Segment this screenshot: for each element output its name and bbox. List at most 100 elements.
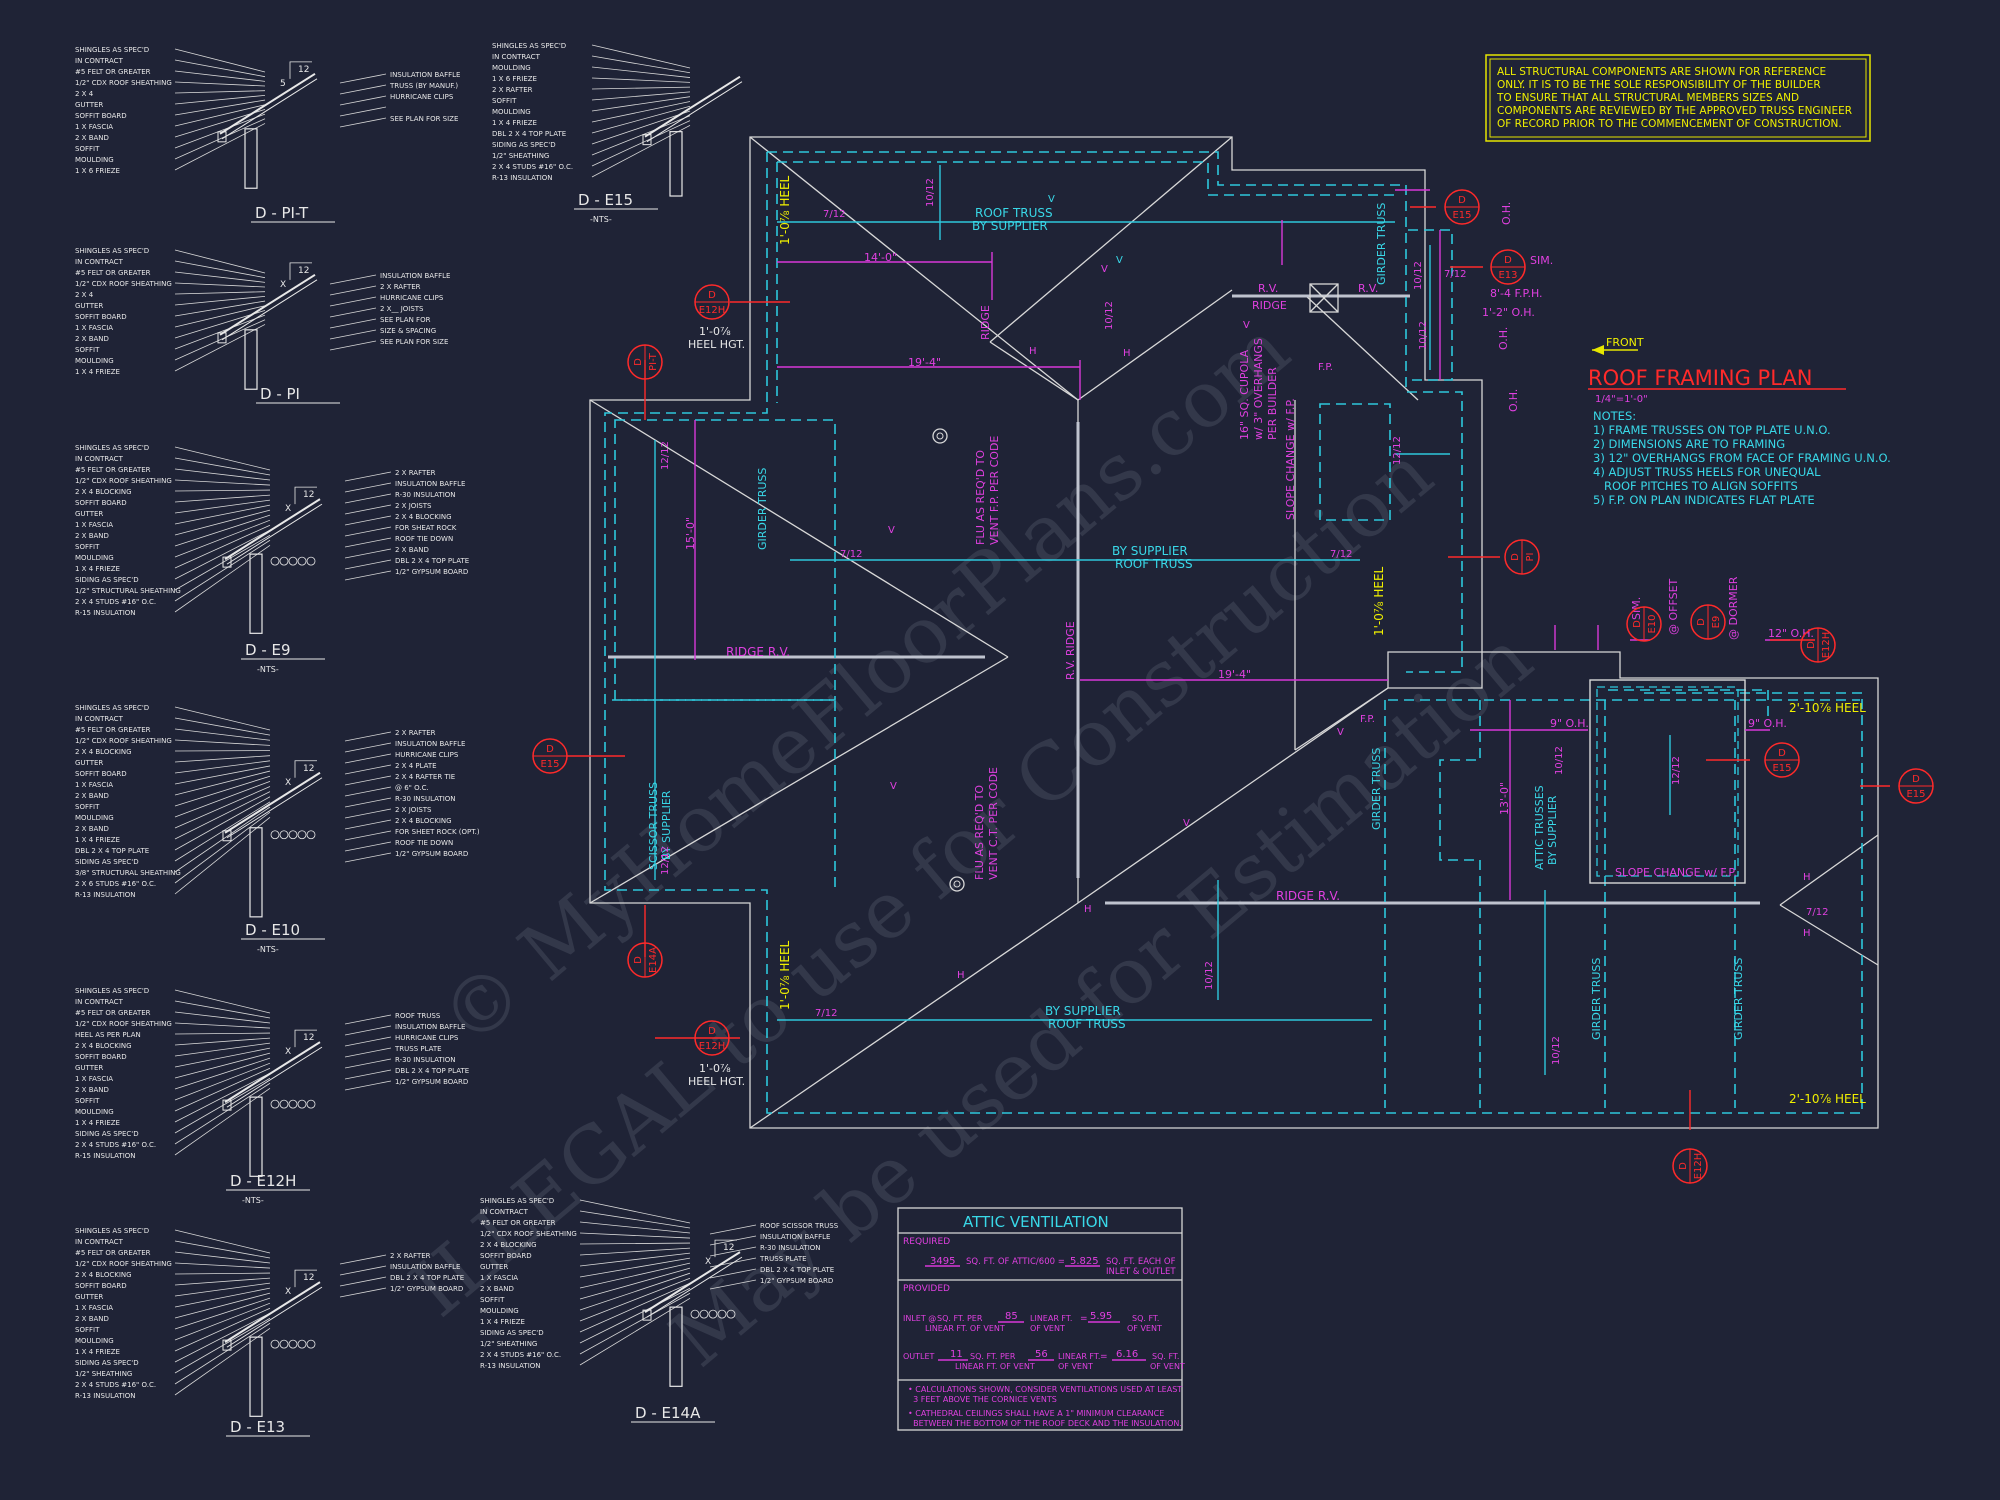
detail-title: D - E9 — [245, 641, 291, 659]
detail-callout: 1/2" STRUCTURAL SHEATHING — [75, 587, 181, 595]
detail-callout: SHINGLES AS SPEC'D — [75, 987, 149, 995]
foot-1a: • CALCULATIONS SHOWN, CONSIDER VENTILATI… — [908, 1385, 1182, 1394]
detail-title: D - PI-T — [255, 204, 309, 222]
detail-callout: SHINGLES AS SPEC'D — [492, 42, 566, 50]
detail-callout: 1/2" SHEATHING — [492, 152, 549, 160]
detail-callout: ROOF SCISSOR TRUSS — [760, 1222, 839, 1230]
detail-callout: 2 X BAND — [75, 532, 109, 540]
cupola-note-2: w/ 3" OVERHANGS — [1252, 338, 1265, 440]
v-mark-4: V — [1183, 818, 1190, 829]
detail-callout: 1/2" GYPSUM BOARD — [395, 568, 468, 576]
detail-callout: MOULDING — [75, 1108, 114, 1116]
pitch-run: 12 — [298, 266, 309, 276]
detail-callout: DBL 2 X 4 TOP PLATE — [395, 557, 469, 565]
detail-callout: FOR SHEET ROCK (OPT.) — [395, 828, 480, 836]
fph-label: 8'-4 F.P.H. — [1490, 287, 1543, 300]
detail-callout: R-30 INSULATION — [395, 1056, 456, 1064]
svg-text:D: D — [633, 358, 644, 366]
svg-text:D: D — [1678, 1162, 1689, 1170]
inlet-sqft: SQ. FT. — [1132, 1314, 1159, 1323]
pitch-rise: X — [285, 1047, 291, 1057]
svg-text:E12H: E12H — [699, 305, 726, 316]
detail-callout: SOFFIT — [75, 803, 100, 811]
girder-truss-3: GIRDER TRUSS — [1370, 748, 1383, 830]
detail-callout: 1 X 6 FRIEZE — [492, 75, 537, 83]
outlet-lin: LINEAR FT. — [1058, 1352, 1100, 1361]
svg-text:D: D — [546, 744, 554, 755]
heel-hgt-2a: 1'-0⅞ — [699, 1062, 731, 1075]
detail-callout: SOFFIT — [75, 346, 100, 354]
pitch-run: 12 — [303, 1273, 314, 1283]
detail-callout: MOULDING — [75, 156, 114, 164]
detail-callout: 2 X BAND — [75, 792, 109, 800]
h-mark-2: H — [1123, 348, 1131, 359]
dim-19a: 19'-4" — [908, 356, 941, 369]
detail-callout: SHINGLES AS SPEC'D — [75, 247, 149, 255]
pitch-5: 7/12 — [1806, 907, 1828, 918]
svg-text:D: D — [1510, 553, 1521, 561]
pitch-8: 10/12 — [1551, 1036, 1562, 1065]
pitch-run: 12 — [303, 764, 314, 774]
detail-callout: #5 FELT OR GREATER — [75, 1249, 151, 1257]
oh-9a: 9" O.H. — [1550, 717, 1589, 730]
detail-callout: 2 X RAFTER — [395, 469, 436, 477]
detail-title: D - E13 — [230, 1418, 285, 1436]
detail-callout: 1/2" CDX ROOF SHEATHING — [75, 1260, 172, 1268]
outlet-per: SQ. FT. PER — [970, 1352, 1016, 1361]
inlet-per: SQ. FT. PER — [937, 1314, 983, 1323]
detail-callout: SHINGLES AS SPEC'D — [75, 46, 149, 54]
detail-callout: SEE PLAN FOR SIZE — [380, 338, 448, 346]
outlet-ft: 56 — [1035, 1349, 1048, 1360]
girder-truss-5: GIRDER TRUSS — [1732, 958, 1745, 1040]
detail-callout: IN CONTRACT — [75, 715, 124, 723]
svg-text:D: D — [1458, 195, 1466, 206]
pitch-2: 7/12 — [840, 549, 862, 560]
detail-callout: SOFFIT — [492, 97, 517, 105]
req-text: SQ. FT. OF ATTIC/600 = — [966, 1257, 1065, 1267]
detail-callout: #5 FELT OR GREATER — [480, 1219, 556, 1227]
detail-callout: 1 X FASCIA — [480, 1274, 518, 1282]
detail-callout: INSULATION BAFFLE — [395, 480, 465, 488]
by-supplier-label: BY SUPPLIER — [972, 219, 1048, 233]
detail-title: D - E12H — [230, 1172, 296, 1190]
sim-label: SIM. — [1530, 254, 1553, 267]
detail-callout: SIDING AS SPEC'D — [480, 1329, 544, 1337]
oh-9b: 9" O.H. — [1748, 717, 1787, 730]
detail-callout: 2 X BAND — [480, 1285, 514, 1293]
slope-change-1: SLOPE CHANGE w/ F.P. — [1284, 398, 1297, 520]
foot-2a: • CATHEDRAL CEILINGS SHALL HAVE A 1" MIN… — [908, 1409, 1164, 1418]
inlet-vent: LINEAR FT. OF VENT — [925, 1324, 1005, 1333]
detail-callout: R-30 INSULATION — [760, 1244, 821, 1252]
svg-text:E15: E15 — [1906, 789, 1925, 800]
outlet-result: 6.16 — [1116, 1349, 1138, 1360]
heel-label-3: 1'-0⅞ HEEL — [778, 940, 792, 1010]
detail-callout: IN CONTRACT — [492, 53, 541, 61]
detail-callout: 1/2" GYPSUM BOARD — [395, 1078, 468, 1086]
detail-callout: SIDING AS SPEC'D — [75, 1359, 139, 1367]
req-value: 3495 — [930, 1256, 955, 1267]
detail-callout: 2 X 6 STUDS #16" O.C. — [75, 880, 156, 888]
detail-section: SHINGLES AS SPEC'DIN CONTRACT#5 FELT OR … — [75, 704, 480, 954]
svg-text:E10: E10 — [1647, 614, 1658, 633]
detail-callout: 1/2" CDX ROOF SHEATHING — [75, 737, 172, 745]
flu-note-2b: VENT C.T. PER CODE — [987, 767, 1000, 880]
detail-callout: 2 X 4 STUDS #16" O.C. — [75, 1141, 156, 1149]
detail-callout: R-15 INSULATION — [75, 609, 136, 617]
plan-note-5: ROOF PITCHES TO ALIGN SOFFITS — [1593, 479, 1798, 493]
v-mark-2: V — [888, 525, 895, 536]
flue-marks — [932, 428, 965, 892]
girder-truss-2: GIRDER TRUSS — [1375, 203, 1388, 285]
detail-callout: 2 X__ JOISTS — [380, 305, 424, 313]
detail-callout: 2 X RAFTER — [380, 283, 421, 291]
dim-14: 14'-0" — [864, 251, 897, 264]
detail-callout: 1/2" SHEATHING — [75, 1370, 132, 1378]
eave-details: SHINGLES AS SPEC'D IN CONTRACT #5 FELT OR … — [75, 42, 839, 1437]
detail-callout: MOULDING — [75, 554, 114, 562]
svg-text:E9: E9 — [1711, 616, 1722, 629]
detail-callout: MOULDING — [480, 1307, 519, 1315]
detail-callout: 1 X 4 FRIEZE — [75, 1119, 120, 1127]
detail-callout: IN CONTRACT — [75, 455, 124, 463]
detail-callout: 1 X FASCIA — [75, 1075, 113, 1083]
